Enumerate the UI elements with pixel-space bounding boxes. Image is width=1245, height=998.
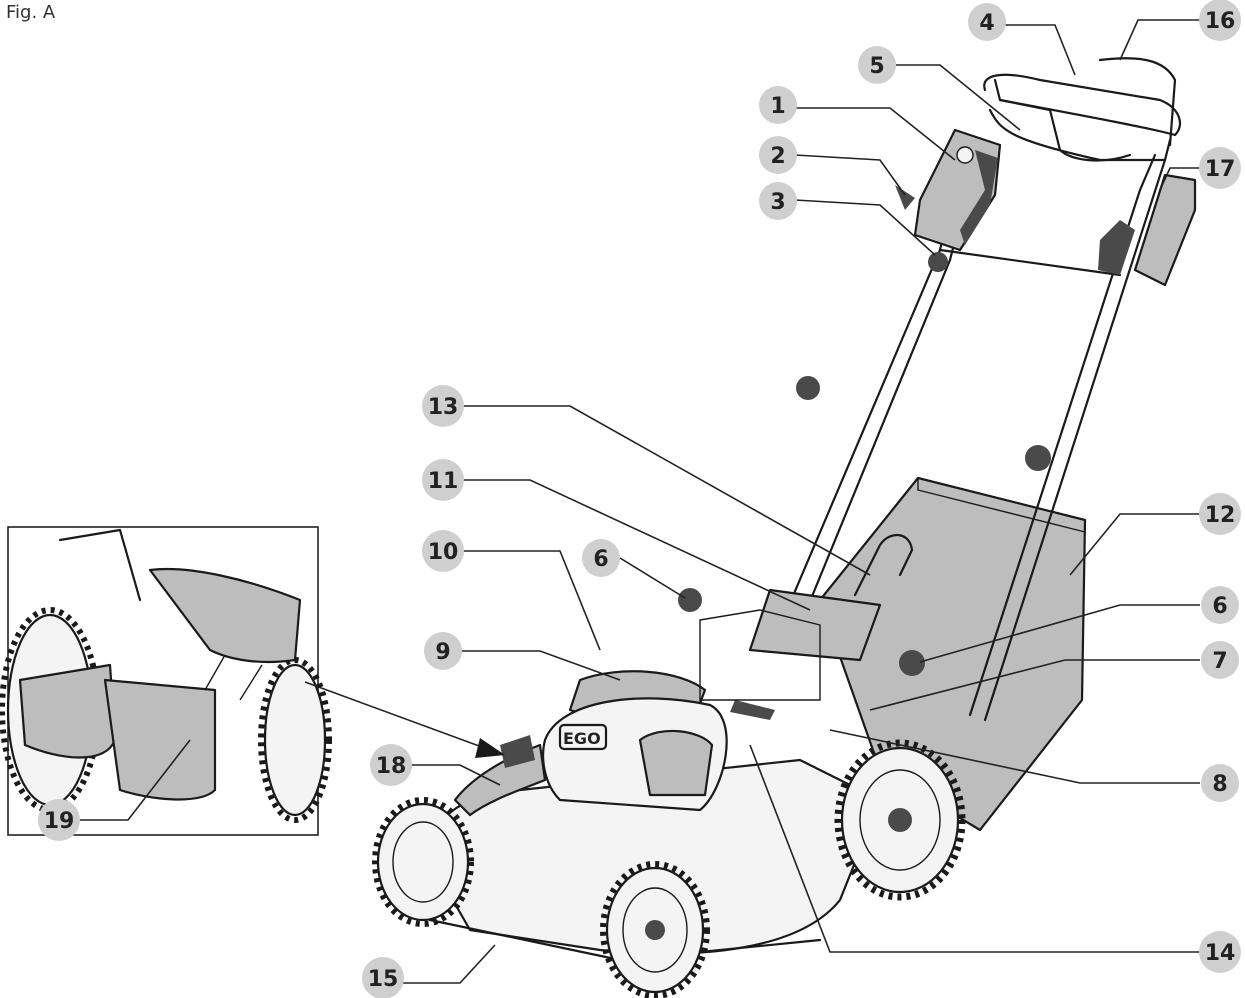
- svg-text:17: 17: [1205, 157, 1236, 182]
- svg-text:4: 4: [979, 11, 994, 36]
- callout-14: 14: [1199, 931, 1241, 973]
- svg-text:6: 6: [593, 547, 608, 572]
- brand-badge: EGO: [563, 729, 601, 748]
- svg-text:19: 19: [44, 809, 75, 834]
- callout-6a: 6: [582, 539, 620, 577]
- callout-5: 5: [858, 46, 896, 84]
- svg-text:11: 11: [428, 469, 459, 494]
- callout-12: 12: [1199, 493, 1241, 535]
- svg-text:5: 5: [869, 54, 884, 79]
- svg-text:1: 1: [770, 94, 785, 119]
- handle-frame: [768, 57, 1182, 722]
- callout-15: 15: [362, 957, 404, 998]
- svg-text:10: 10: [428, 540, 459, 565]
- callout-9: 9: [424, 632, 462, 670]
- callout-19: 19: [38, 799, 80, 841]
- wheels: [372, 739, 966, 998]
- svg-text:3: 3: [770, 190, 785, 215]
- svg-text:7: 7: [1212, 649, 1227, 674]
- callout-11: 11: [422, 459, 464, 501]
- svg-text:6: 6: [1212, 594, 1227, 619]
- handle-knobs: [678, 376, 1051, 676]
- figure-title: Fig. A: [6, 2, 56, 23]
- inset-arrow-line: [304, 681, 491, 751]
- svg-text:12: 12: [1205, 503, 1236, 528]
- callout-10: 10: [422, 530, 464, 572]
- callout-18: 18: [370, 744, 412, 786]
- control-box: [895, 128, 1002, 272]
- callout-3: 3: [759, 182, 797, 220]
- svg-text:14: 14: [1205, 941, 1236, 966]
- svg-text:9: 9: [435, 640, 450, 665]
- svg-text:13: 13: [428, 395, 459, 420]
- callout-6b: 6: [1201, 586, 1239, 624]
- callout-17: 17: [1199, 147, 1241, 189]
- callout-7: 7: [1201, 641, 1239, 679]
- callout-2: 2: [759, 136, 797, 174]
- leader-lines: [78, 19, 1200, 984]
- inset-arrow-head: [475, 738, 505, 758]
- callout-8: 8: [1201, 764, 1239, 802]
- mower-deck: EGO: [427, 534, 914, 962]
- svg-text:18: 18: [376, 754, 407, 779]
- callout-16: 16: [1199, 0, 1241, 41]
- inset-detail: [0, 526, 332, 836]
- svg-text:2: 2: [770, 144, 785, 169]
- svg-text:16: 16: [1205, 9, 1236, 34]
- callout-4: 4: [968, 3, 1006, 41]
- svg-text:8: 8: [1212, 772, 1227, 797]
- callout-13: 13: [422, 385, 464, 427]
- right-grip: [1098, 173, 1197, 287]
- callout-1: 1: [759, 86, 797, 124]
- svg-text:15: 15: [368, 967, 399, 992]
